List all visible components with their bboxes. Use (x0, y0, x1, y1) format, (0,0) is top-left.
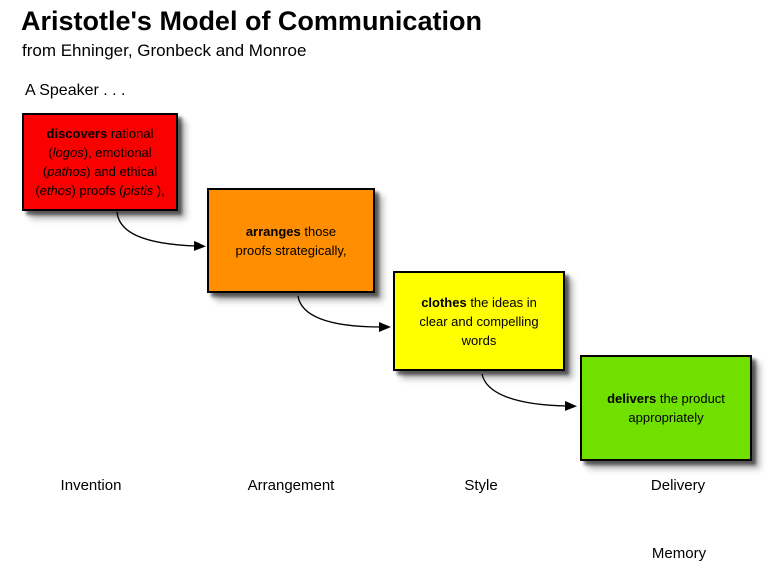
box-text-segment: ( (35, 183, 40, 198)
box-text-line: delivers the product (582, 389, 750, 408)
canon-label-style: Style (464, 477, 498, 494)
box-text-segment: pathos (47, 164, 87, 179)
box-text-segment: words (461, 332, 497, 348)
box-text-line: (logos), emotional (24, 143, 176, 162)
box-text-segment: ) proofs ( (71, 183, 124, 198)
box-text-line: arranges those (209, 222, 373, 241)
box-text-segment: those (300, 223, 337, 239)
subtitle: from Ehninger, Gronbeck and Monroe (22, 41, 307, 60)
box-text-segment: clothes (421, 294, 467, 310)
box-text-line: (ethos) proofs (pistis ), (24, 181, 176, 200)
box-text-line: words (395, 331, 563, 350)
box-text-line: proofs strategically, (209, 241, 373, 260)
box-text-segment: logos (52, 145, 84, 160)
box-text-line: (pathos) and ethical (24, 162, 176, 181)
stage-box-invention: discovers rational(logos), emotional(pat… (22, 113, 178, 211)
canon-label-arrangement: Arrangement (247, 477, 335, 494)
box-text-segment: ( (42, 164, 48, 179)
box-text-line: clear and compelling (395, 312, 563, 331)
flow-arrow-arrangement-to-style (297, 295, 391, 332)
box-text-segment: the ideas in (466, 294, 537, 310)
box-text-segment: the product (656, 391, 725, 406)
box-text-segment: delivers (607, 391, 657, 406)
canon-label-delivery: Delivery (650, 477, 706, 494)
box-text-segment: ethos (39, 183, 72, 198)
page-title: Aristotle's Model of Communication (21, 6, 482, 36)
box-text-segment: ), (153, 183, 165, 198)
box-text-line: discovers rational (24, 124, 176, 143)
speaker-intro-label: A Speaker . . . (25, 82, 126, 99)
box-text-segment: discovers (46, 126, 108, 141)
stage-box-delivery: delivers the product appropriately (580, 355, 752, 461)
box-text-segment: arranges (245, 223, 301, 239)
box-text-segment: appropriately (628, 410, 704, 425)
box-text-line: clothes the ideas in (395, 293, 563, 312)
box-text-segment: clear and compelling (419, 313, 539, 329)
canon-label-memory: Memory (651, 545, 707, 562)
box-text-segment: rational (107, 126, 154, 141)
box-text-line: appropriately (582, 408, 750, 427)
box-text-segment: ), emotional (83, 145, 152, 160)
box-text-segment: proofs strategically, (235, 242, 347, 258)
canon-label-invention: Invention (60, 477, 122, 494)
box-text-segment: ( (48, 145, 53, 160)
flow-arrow-style-to-delivery (481, 373, 577, 411)
flow-arrow-invention-to-arrangement (116, 211, 206, 251)
box-text-segment: pistis (123, 183, 154, 198)
box-text-segment: ) and ethical (86, 164, 158, 179)
